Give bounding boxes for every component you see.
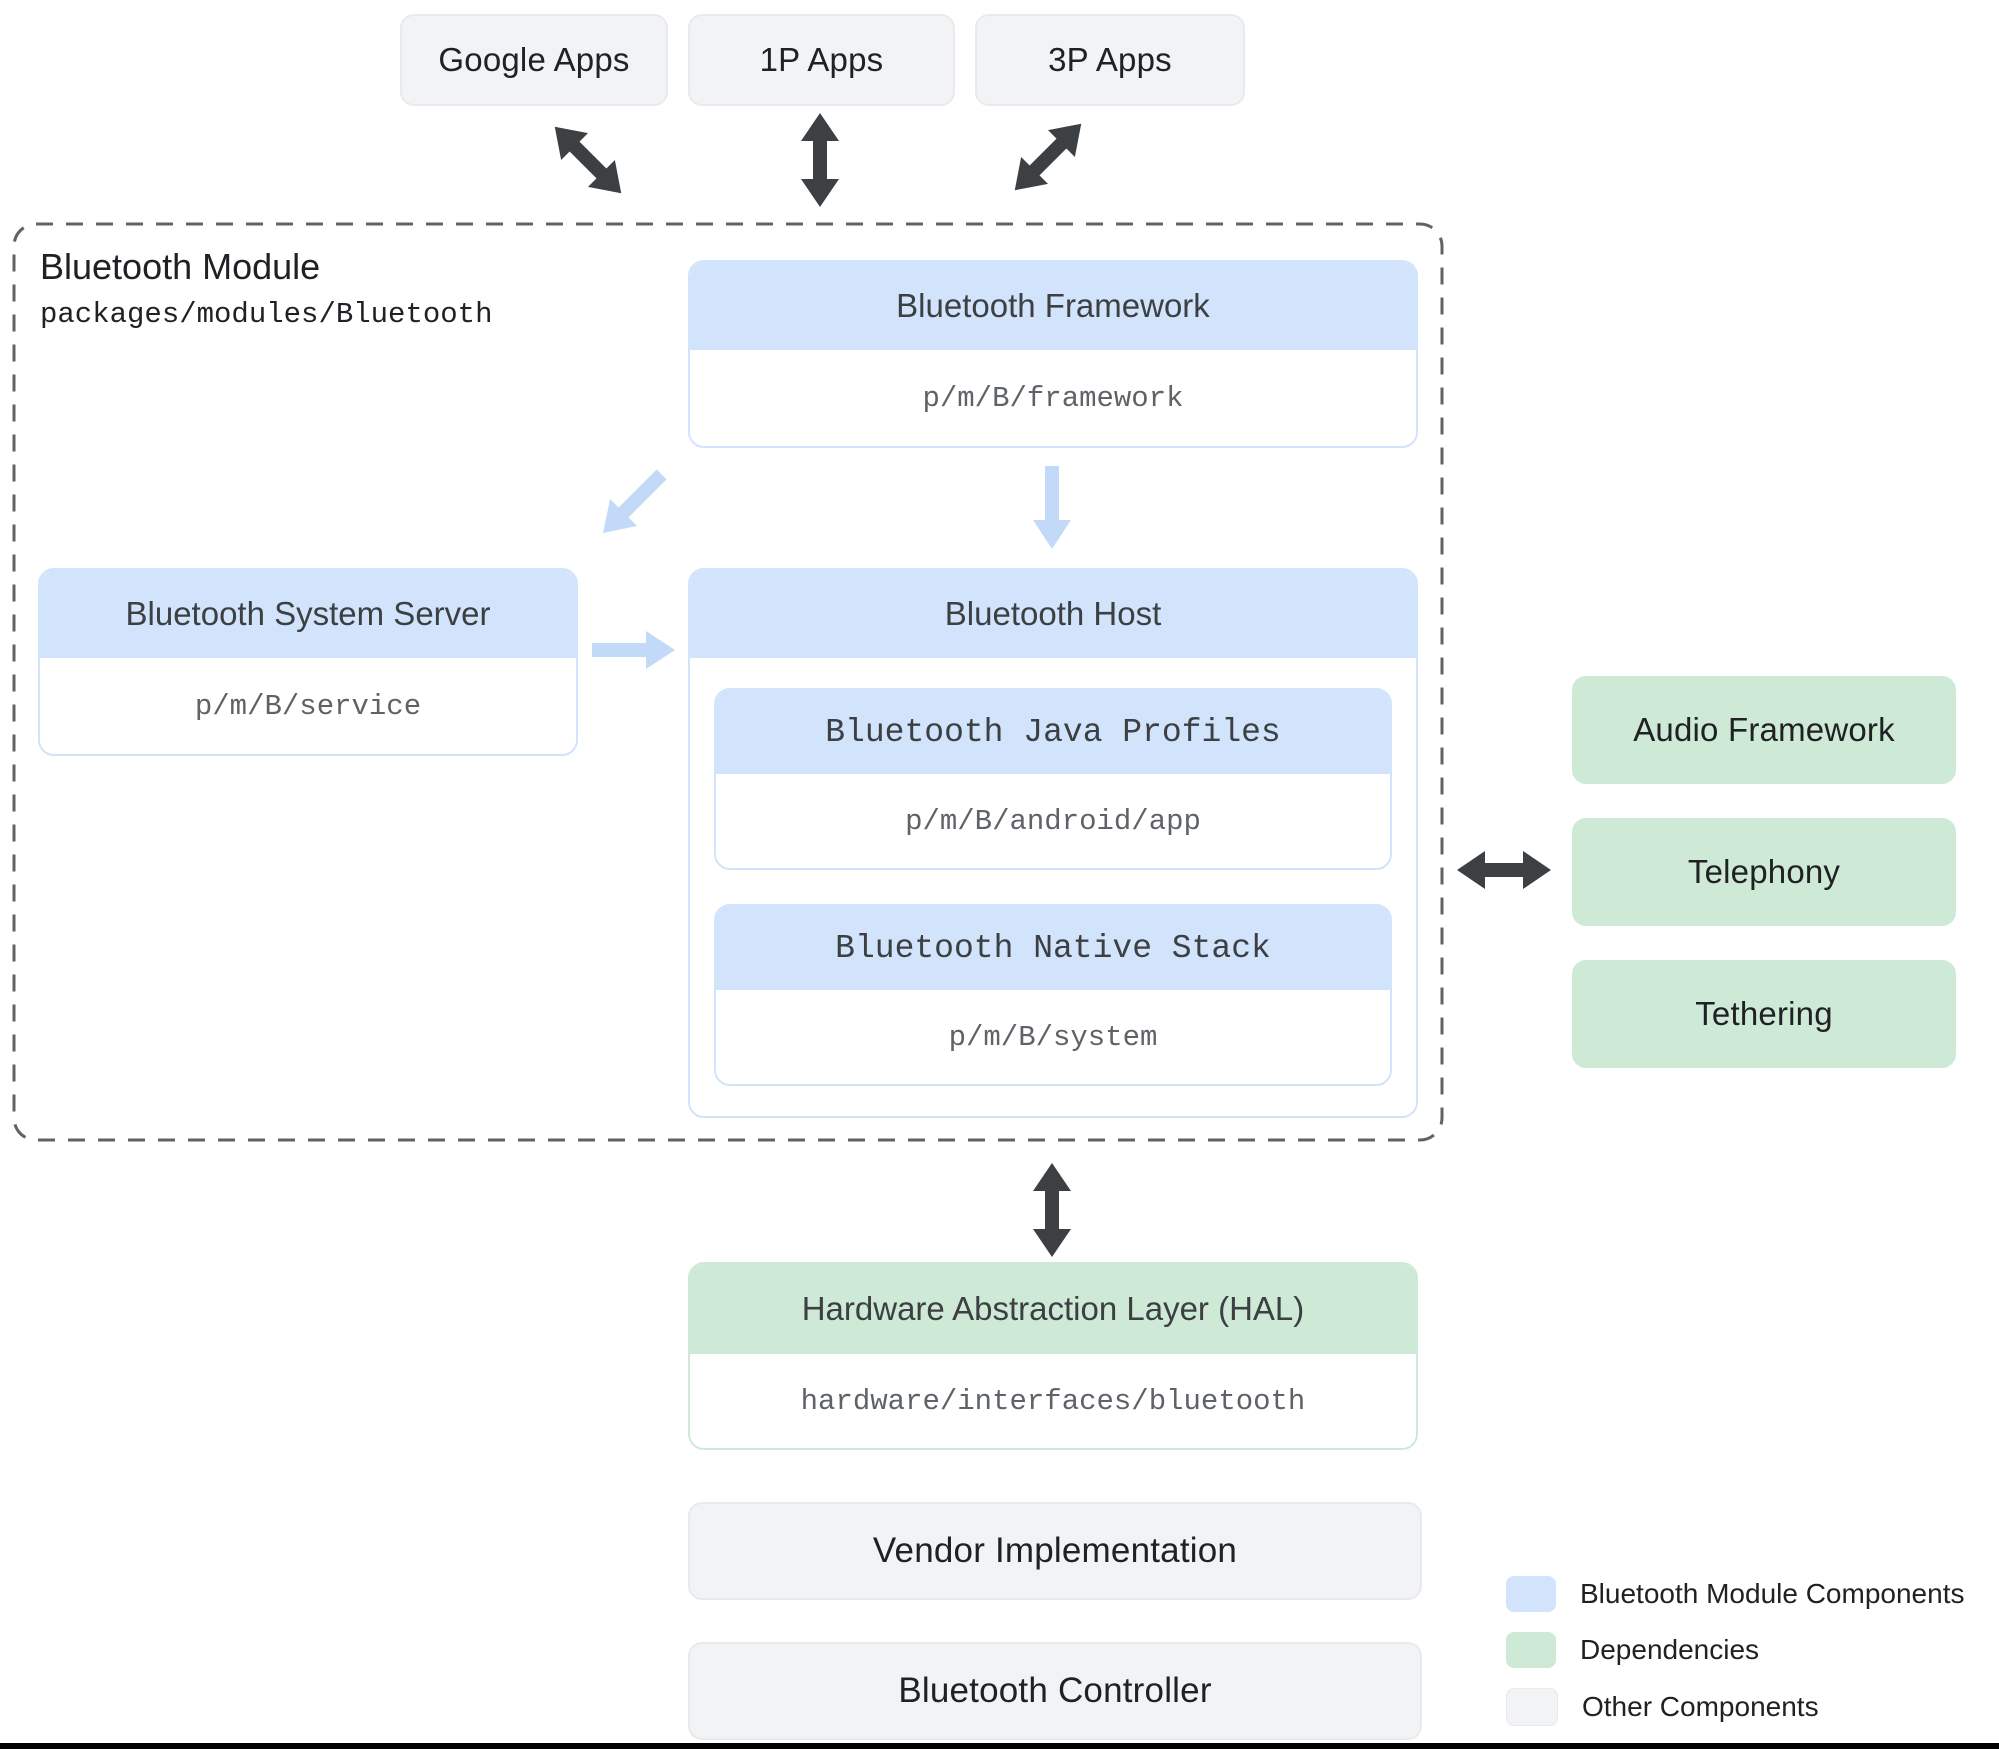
bluetooth-native-stack-card: Bluetooth Native Stack p/m/B/system [714,904,1392,1086]
bluetooth-java-profiles-title: Bluetooth Java Profiles [716,690,1390,774]
bluetooth-host-title: Bluetooth Host [690,570,1416,658]
framework-to-host-arrow-icon [1032,466,1072,550]
google-apps-module-arrow-icon [539,111,638,210]
module-hal-arrow-icon [1030,1162,1074,1258]
3p-apps-module-arrow-icon [999,108,1098,207]
telephony-label: Telephony [1687,853,1841,890]
module-dependencies-arrow-icon [1456,848,1552,892]
screenshot-bottom-edge [0,1743,1999,1749]
legend-item-module-components: Bluetooth Module Components [1506,1576,1964,1612]
framework-to-system-server-arrow-icon [588,460,676,548]
legend-label-module-components: Bluetooth Module Components [1580,1578,1965,1609]
tethering-label: Tethering [1695,995,1833,1032]
legend-item-other-components: Other Components [1506,1688,1819,1726]
3p-apps-label: 3P Apps [1048,41,1172,78]
vendor-implementation-label: Vendor Implementation [872,1531,1238,1570]
hal-title: Hardware Abstraction Layer (HAL) [690,1264,1416,1354]
legend-swatch-other-components [1506,1688,1558,1726]
bluetooth-system-server-title: Bluetooth System Server [40,570,576,658]
hal-card: Hardware Abstraction Layer (HAL) hardwar… [688,1262,1418,1450]
system-server-to-host-arrow-icon [592,630,676,670]
bluetooth-module-dashed-border [12,222,1444,1142]
bluetooth-framework-title: Bluetooth Framework [690,262,1416,350]
hal-path: hardware/interfaces/bluetooth [690,1354,1416,1448]
google-apps-label: Google Apps [438,41,630,78]
bluetooth-module-path: packages/modules/Bluetooth [40,298,493,331]
legend-swatch-module-components [1506,1576,1556,1612]
audio-framework-box: Audio Framework [1572,676,1956,784]
3p-apps-box: 3P Apps [975,14,1245,106]
bluetooth-java-profiles-path: p/m/B/android/app [716,774,1390,868]
1p-apps-module-arrow-icon [798,112,842,208]
1p-apps-box: 1P Apps [688,14,955,106]
bluetooth-host-card: Bluetooth Host Bluetooth Java Profiles p… [688,568,1418,1118]
bluetooth-controller-box: Bluetooth Controller [688,1642,1422,1740]
1p-apps-label: 1P Apps [759,41,884,78]
vendor-implementation-box: Vendor Implementation [688,1502,1422,1600]
legend-swatch-dependencies [1506,1632,1556,1668]
legend-label-dependencies: Dependencies [1580,1634,1760,1665]
google-apps-box: Google Apps [400,14,668,106]
legend-label-other-components: Other Components [1582,1691,1819,1722]
tethering-box: Tethering [1572,960,1956,1068]
bluetooth-system-server-card: Bluetooth System Server p/m/B/service [38,568,578,756]
bluetooth-controller-label: Bluetooth Controller [898,1671,1212,1710]
telephony-box: Telephony [1572,818,1956,926]
bluetooth-framework-path: p/m/B/framework [690,350,1416,446]
bluetooth-module-title: Bluetooth Module [40,246,321,287]
audio-framework-label: Audio Framework [1633,711,1895,748]
bluetooth-native-stack-title: Bluetooth Native Stack [716,906,1390,990]
bluetooth-native-stack-path: p/m/B/system [716,990,1390,1084]
legend-item-dependencies: Dependencies [1506,1632,1759,1668]
bluetooth-system-server-path: p/m/B/service [40,658,576,754]
bluetooth-java-profiles-card: Bluetooth Java Profiles p/m/B/android/ap… [714,688,1392,870]
bluetooth-framework-card: Bluetooth Framework p/m/B/framework [688,260,1418,448]
